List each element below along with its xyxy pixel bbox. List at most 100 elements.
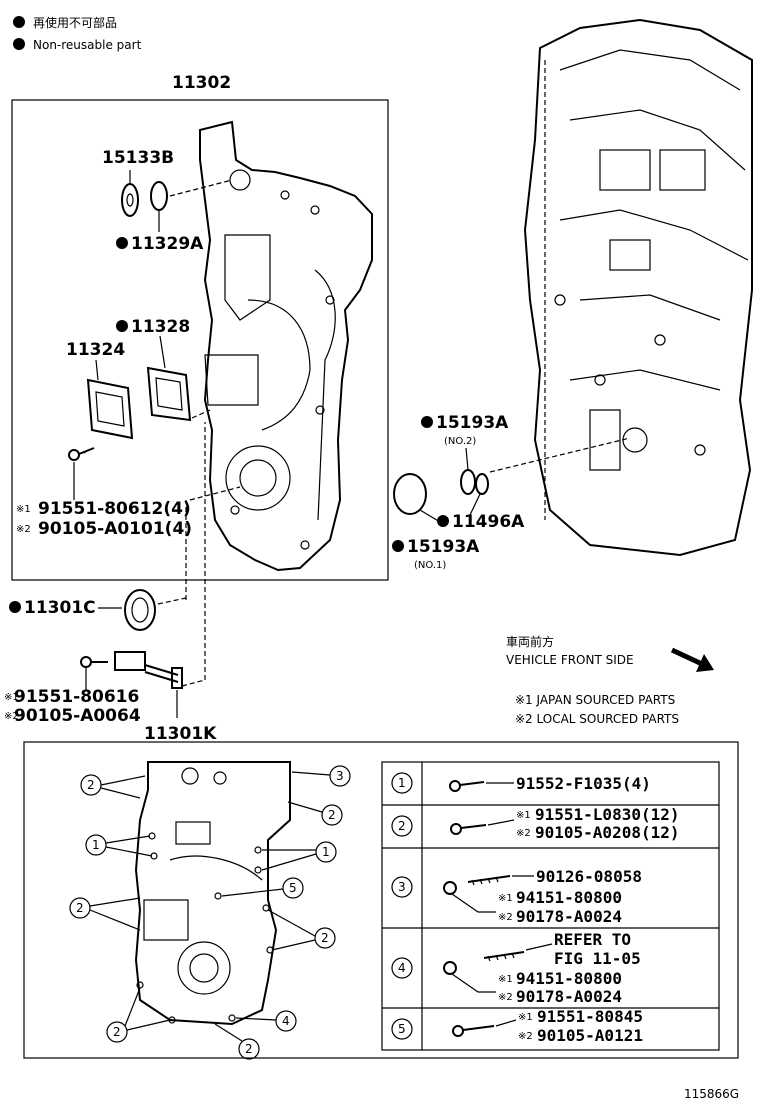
oring-15193a-no1 (393, 473, 427, 515)
callout-3: 3 (291, 765, 351, 787)
row-3-part-3: 90178-A0024 (516, 907, 622, 926)
callout-1-left: 1 (85, 834, 153, 857)
legend-dot-icon (13, 16, 25, 28)
cover-front-view (134, 761, 291, 1026)
callout-2-bottom-left: 2 (106, 987, 171, 1043)
row-1-part: 91552-F1035(4) (516, 774, 651, 793)
direction-jp: 車両前方 (506, 634, 554, 649)
figure-id: 115866G (684, 1087, 739, 1101)
nut-icon (443, 961, 457, 975)
bolt-icon (450, 823, 487, 835)
nonreusable-dot-icon (116, 237, 128, 249)
mark-1: ※1 (4, 692, 19, 703)
note-no2: (NO.2) (444, 436, 476, 447)
svg-text:1: 1 (322, 845, 330, 859)
row-4-part-2: 94151-80800 (516, 969, 622, 988)
oil-seal-11301c (124, 589, 156, 631)
mark-1: ※1 (16, 504, 31, 515)
label-11328: 11328 (131, 317, 190, 337)
label-11301k: 11301K (144, 724, 217, 744)
callout-2-mid-right: 2 (267, 909, 336, 951)
row-3-part-2: 94151-80800 (516, 888, 622, 907)
sensor-bolt-2: 90105-A0064 (14, 706, 141, 726)
mark-2: ※2 (516, 828, 531, 839)
svg-text:4: 4 (282, 1014, 290, 1028)
note-japan: ※1 JAPAN SOURCED PARTS (515, 693, 675, 707)
mark-1: ※1 (498, 974, 513, 985)
gasket-11328 (146, 366, 192, 422)
row-4-ref-2: FIG 11-05 (554, 949, 641, 968)
row-4-num: 4 (398, 961, 406, 975)
svg-text:2: 2 (76, 901, 84, 915)
stud-icon (483, 951, 525, 962)
row-4-part-3: 90178-A0024 (516, 987, 622, 1006)
mark-2: ※2 (498, 912, 513, 923)
stud-icon (467, 875, 511, 886)
mark-1: ※1 (516, 810, 531, 821)
svg-text:3: 3 (336, 769, 344, 783)
cover-group-box (11, 99, 389, 581)
bolt-part-1: 91551-80612(4) (38, 499, 191, 519)
svg-text:1: 1 (92, 838, 100, 852)
bolt-table: 1 91552-F1035(4) 2 ※1 91551-L0830(12) ※2… (381, 761, 720, 1051)
callout-2-mid-left: 2 (69, 897, 141, 931)
svg-text:2: 2 (328, 808, 336, 822)
bolt-location-box (23, 741, 739, 1059)
bolt-part-2: 90105-A0101(4) (38, 519, 192, 539)
label-11302: 11302 (172, 73, 231, 93)
legend-en: Non-reusable part (33, 38, 142, 52)
callout-2-top-right: 2 (287, 801, 343, 826)
plate-11324 (86, 378, 134, 440)
row-5-num: 5 (398, 1022, 406, 1036)
direction-en: VEHICLE FRONT SIDE (506, 653, 634, 667)
timing-cover-drawing (199, 120, 373, 572)
label-11329a: 11329A (131, 234, 204, 254)
label-15193a-no1: 15193A (407, 537, 480, 557)
row-1-num: 1 (398, 776, 406, 790)
note-local: ※2 LOCAL SOURCED PARTS (515, 712, 679, 726)
legend-jp: 再使用不可部品 (33, 15, 117, 30)
bolt-91551-80612 (68, 447, 95, 461)
oring-11496a (475, 473, 489, 495)
callout-2-top-left: 2 (80, 774, 146, 799)
oring-11329a (150, 181, 168, 211)
bolt-91551-80616 (80, 656, 108, 668)
label-11496a: 11496A (452, 512, 525, 532)
mark-1: ※1 (518, 1012, 533, 1023)
label-11324: 11324 (66, 340, 125, 360)
row-3-part-1: 90126-08058 (536, 867, 642, 886)
callout-4: 4 (235, 1010, 297, 1032)
label-15133b: 15133B (102, 148, 174, 168)
row-2-part-2: 90105-A0208(12) (535, 823, 680, 842)
nonreusable-dot-icon (9, 601, 21, 613)
callout-1-right: 1 (261, 841, 337, 871)
row-2-num: 2 (398, 819, 406, 833)
mark-2: ※2 (4, 711, 19, 722)
svg-text:2: 2 (87, 778, 95, 792)
oil-seal-15133b (121, 183, 139, 217)
row-4-ref-1: REFER TO (554, 930, 631, 949)
nonreusable-dot-icon (392, 540, 404, 552)
mark-2: ※2 (498, 992, 513, 1003)
note-no1: (NO.1) (414, 560, 446, 571)
label-15193a-no2: 15193A (436, 413, 509, 433)
svg-text:2: 2 (113, 1025, 121, 1039)
svg-text:5: 5 (289, 881, 297, 895)
callout-2-bottom: 2 (214, 1023, 260, 1060)
svg-text:2: 2 (321, 931, 329, 945)
mark-1: ※1 (498, 893, 513, 904)
front-arrow-icon (670, 647, 714, 672)
legend-dot-icon (13, 38, 25, 50)
sensor-bolt-1: 91551-80616 (14, 687, 139, 707)
bolt-icon (449, 780, 485, 792)
svg-text:2: 2 (245, 1042, 253, 1056)
crank-sensor-11301k (114, 651, 183, 689)
nonreusable-dot-icon (421, 416, 433, 428)
oring-15193a-no2 (460, 469, 476, 495)
engine-block-drawing (523, 18, 753, 557)
row-5-part-1: 91551-80845 (537, 1007, 643, 1026)
label-11301c: 11301C (24, 598, 96, 618)
callout-5: 5 (221, 877, 304, 899)
row-2-part-1: 91551-L0830(12) (535, 805, 680, 824)
